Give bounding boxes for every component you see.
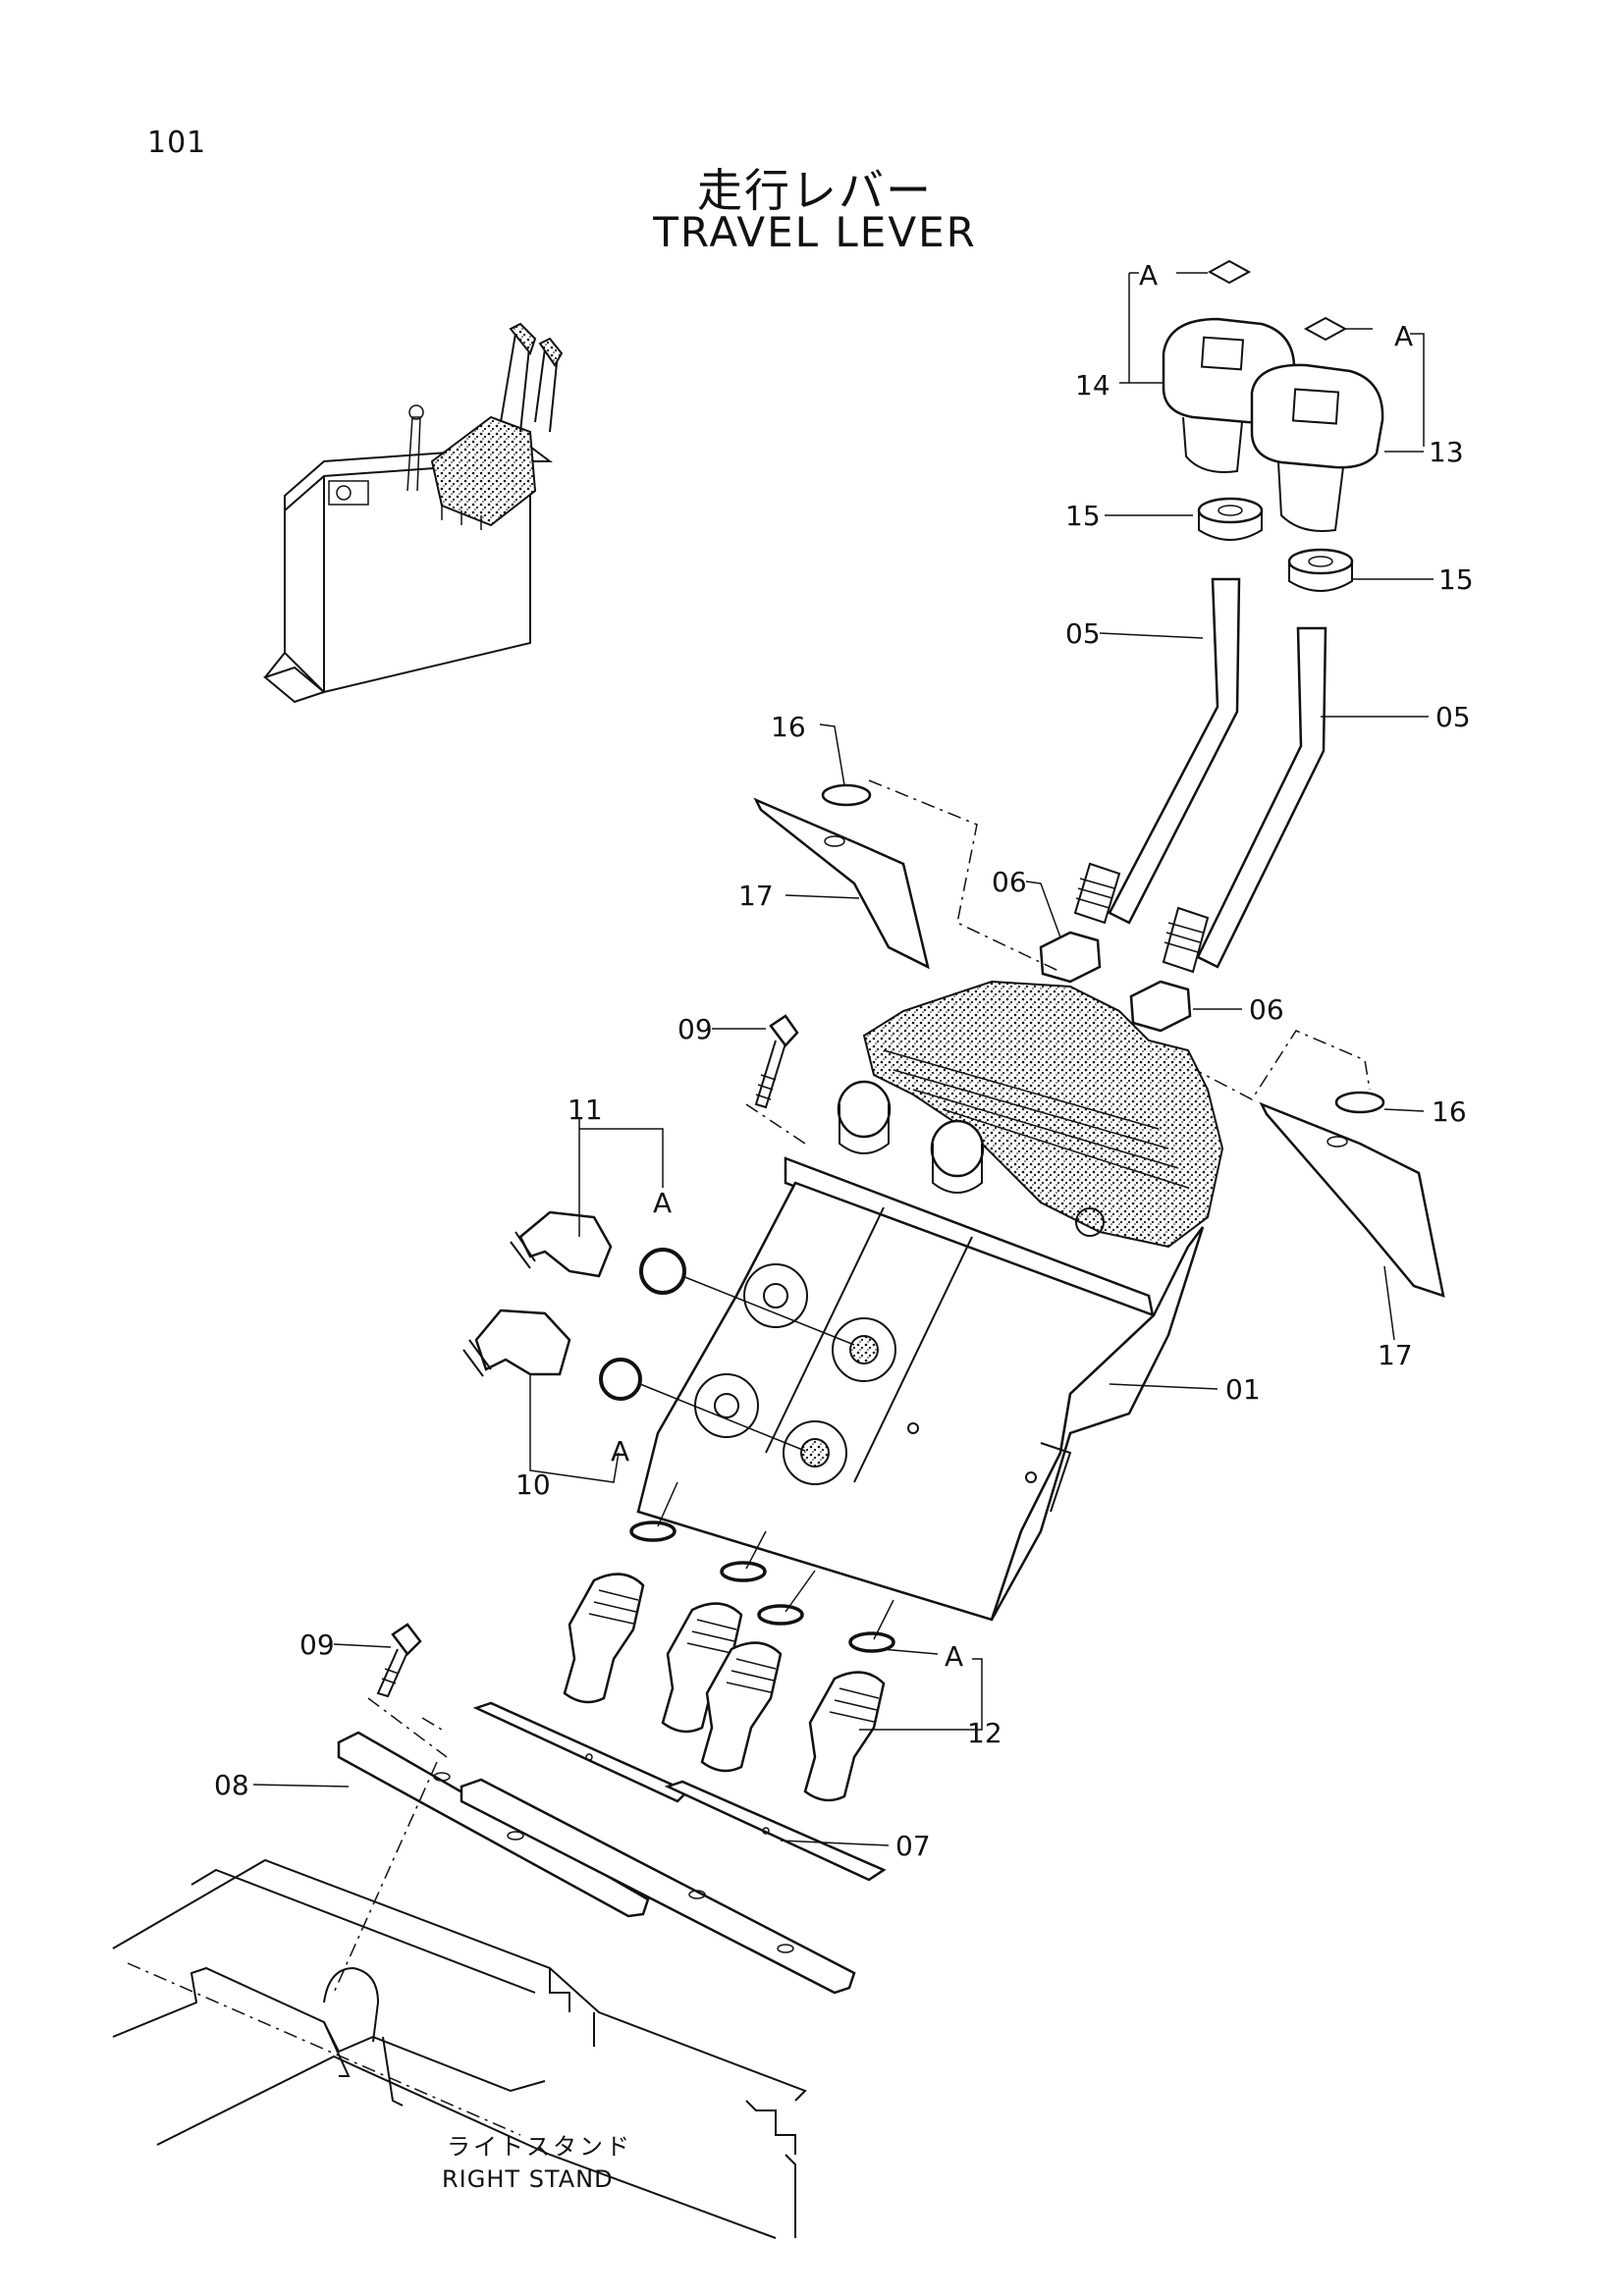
title-japanese: 走行レバー	[697, 164, 933, 217]
o-ring-leaders-lower	[657, 1481, 894, 1640]
elbow-fitting-11	[510, 1210, 613, 1278]
lever-rod-05-right	[1162, 626, 1327, 974]
gasket-07	[472, 1701, 887, 1882]
fitting-12-a	[563, 1573, 645, 1704]
title-english: TRAVEL LEVER	[653, 208, 977, 256]
chain-line-upper	[868, 779, 1371, 1100]
lever-rod-05-left	[1073, 577, 1241, 925]
chain-line-bolt-lower	[367, 1697, 448, 1758]
callout-12: 12	[967, 1717, 1002, 1749]
washer-16-right	[1334, 1091, 1385, 1114]
o-ring-lower	[599, 1358, 642, 1401]
o-ring-leaders	[639, 1275, 855, 1452]
stand-label-english: RIGHT STAND	[442, 2165, 614, 2193]
plate-08	[337, 1731, 856, 1995]
callout-05-right: 05	[1435, 701, 1471, 733]
o-ring-upper	[639, 1248, 686, 1295]
overview-inset	[262, 322, 564, 704]
diamond-marker-2	[1303, 316, 1348, 342]
hex-nut-06-right	[1129, 980, 1192, 1033]
o-ring-small-4	[848, 1631, 895, 1653]
callout-17-right: 17	[1378, 1339, 1413, 1371]
bolt-09-lower	[376, 1623, 422, 1698]
callout-01: 01	[1225, 1373, 1261, 1406]
callout-09-upper: 09	[677, 1013, 713, 1045]
callout-06-right: 06	[1249, 993, 1284, 1026]
fitting-12-d	[803, 1671, 886, 1802]
plate-17-left	[753, 797, 930, 970]
callout-11: 11	[568, 1094, 603, 1126]
nut-15-right	[1287, 548, 1354, 592]
callout-07: 07	[895, 1830, 931, 1862]
diamond-marker-1	[1207, 259, 1252, 285]
callout-15-right: 15	[1438, 563, 1474, 596]
marker-a-4: A	[611, 1435, 629, 1468]
marker-a-5: A	[945, 1640, 963, 1673]
washer-16-left	[821, 783, 872, 807]
callout-10: 10	[515, 1468, 551, 1501]
chain-line-stand-2	[127, 1962, 521, 2136]
grip-13	[1250, 363, 1384, 532]
pilot-valve-body-01	[636, 980, 1224, 1622]
plate-17-right	[1259, 1101, 1445, 1298]
chain-line-stand	[333, 1717, 448, 1994]
bolt-09-upper	[754, 1014, 799, 1109]
callout-16-right: 16	[1432, 1095, 1467, 1128]
nut-15-left	[1197, 497, 1264, 541]
callout-05-left: 05	[1065, 617, 1101, 650]
callout-leaders	[252, 272, 1434, 1846]
callout-09-lower: 09	[299, 1629, 335, 1661]
chain-line-bolt-upper	[745, 1103, 806, 1145]
right-stand	[112, 1858, 807, 2239]
elbow-fitting-10	[462, 1308, 571, 1377]
callout-16-left: 16	[771, 711, 806, 743]
fitting-12-c	[700, 1641, 783, 1773]
callout-17-left: 17	[738, 880, 774, 912]
hex-nut-06-left	[1039, 931, 1102, 984]
o-ring-small-3	[757, 1604, 804, 1626]
marker-a-1: A	[1139, 259, 1158, 292]
page-number: 101	[147, 126, 207, 160]
callout-15-left: 15	[1065, 500, 1101, 532]
callout-14: 14	[1075, 369, 1110, 401]
marker-a-3: A	[653, 1187, 672, 1219]
callout-08: 08	[214, 1769, 249, 1801]
fitting-12-b	[661, 1602, 743, 1734]
o-ring-small-1	[629, 1521, 677, 1542]
o-ring-small-2	[720, 1561, 767, 1582]
callout-13: 13	[1429, 436, 1464, 468]
marker-a-2: A	[1394, 320, 1413, 352]
stand-label-japanese: ライトスタンド	[447, 2133, 632, 2161]
callout-06-left: 06	[992, 866, 1027, 898]
